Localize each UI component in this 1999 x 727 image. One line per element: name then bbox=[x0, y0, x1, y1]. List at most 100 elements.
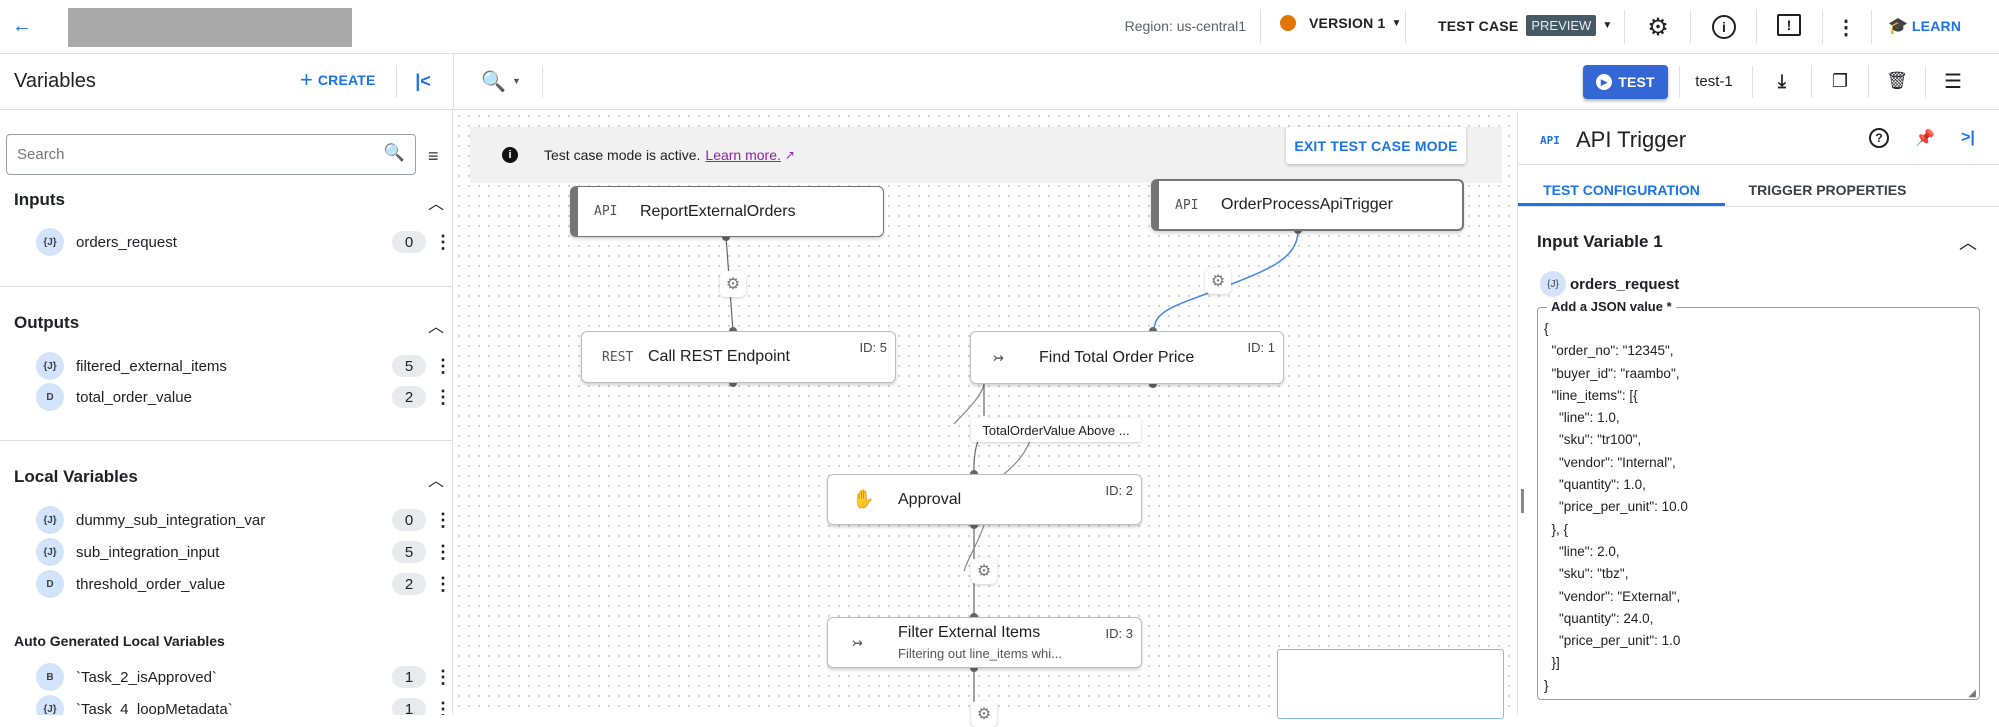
collapse-panel-icon[interactable]: |< bbox=[415, 70, 431, 91]
json-type-badge: {J} bbox=[36, 695, 64, 715]
section-title-outputs: Outputs bbox=[14, 313, 80, 332]
help-icon[interactable]: ? bbox=[1869, 128, 1889, 148]
chevron-up-icon[interactable]: ︿ bbox=[428, 319, 445, 336]
test-case-label: TEST CASE bbox=[1438, 17, 1519, 34]
section-title: Input Variable 1 bbox=[1537, 232, 1663, 251]
top-bar: ← Region: us-central1 VERSION 1 ▼ TEST C… bbox=[0, 0, 1999, 54]
variable-name: total_order_value bbox=[76, 388, 192, 406]
node-id: ID: 2 bbox=[1105, 483, 1133, 498]
resize-grip-icon[interactable]: ◢ bbox=[1968, 688, 1976, 699]
usage-count: 2 bbox=[392, 386, 426, 408]
zoom-dropdown[interactable]: 🔍 ▼ bbox=[476, 68, 526, 94]
usage-count: 5 bbox=[392, 541, 426, 563]
search-input-container: 🔍 bbox=[6, 134, 416, 175]
exit-label: EXIT TEST CASE MODE bbox=[1294, 137, 1458, 154]
exit-test-case-mode-button[interactable]: EXIT TEST CASE MODE bbox=[1286, 127, 1466, 164]
copy-icon[interactable]: ❐ bbox=[1831, 70, 1849, 91]
school-icon: 🎓 bbox=[1888, 18, 1908, 35]
search-input[interactable] bbox=[17, 146, 367, 163]
learn-button[interactable]: 🎓 LEARN bbox=[1888, 16, 1961, 36]
sort-filter-icon[interactable]: ≡ bbox=[428, 146, 439, 166]
node-name: Find Total Order Price bbox=[1039, 348, 1195, 366]
variable-name: orders_request bbox=[76, 233, 177, 251]
tab-test-configuration[interactable]: TEST CONFIGURATION bbox=[1543, 181, 1700, 198]
minimap[interactable] bbox=[1277, 649, 1504, 719]
more-vert-icon[interactable]: ⋮ bbox=[434, 667, 452, 687]
learn-more-link[interactable]: Learn more. bbox=[705, 147, 781, 163]
test-case-dropdown[interactable]: TEST CASE PREVIEW ▼ bbox=[1438, 15, 1612, 36]
boolean-type-badge: B bbox=[36, 663, 64, 691]
usage-count: 1 bbox=[392, 698, 426, 715]
preview-badge: PREVIEW bbox=[1526, 15, 1597, 36]
node-name: Approval bbox=[898, 490, 962, 508]
create-variable-button[interactable]: + CREATE bbox=[300, 69, 376, 91]
chevron-up-icon[interactable]: ︿ bbox=[428, 196, 445, 213]
json-value-field: Add a JSON value * { "order_no": "12345"… bbox=[1537, 299, 1980, 700]
more-vert-icon[interactable]: ⋮ bbox=[434, 232, 452, 252]
version-status-dot bbox=[1280, 15, 1296, 31]
integration-canvas[interactable]: i Test case mode is active. Learn more. … bbox=[454, 111, 1517, 727]
usage-count: 1 bbox=[392, 666, 426, 688]
feedback-icon[interactable]: ! bbox=[1777, 14, 1801, 36]
edge bbox=[1003, 440, 1031, 475]
variable-name: `Task_2_isApproved` bbox=[76, 668, 217, 686]
resize-handle[interactable] bbox=[1521, 489, 1524, 513]
usage-count: 0 bbox=[392, 509, 426, 531]
edge-condition-label[interactable]: TotalOrderValue Above ... bbox=[971, 418, 1141, 442]
chevron-up-icon[interactable]: ︿ bbox=[1959, 233, 1977, 253]
pin-icon[interactable]: 📌 bbox=[1915, 130, 1935, 147]
json-value-textarea[interactable]: { "order_no": "12345", "buyer_id": "raam… bbox=[1544, 318, 1972, 693]
gear-icon[interactable]: ⚙ bbox=[1647, 13, 1669, 41]
zoom-in-icon: 🔍 bbox=[481, 70, 506, 93]
api-icon: API bbox=[1175, 197, 1199, 213]
test-button[interactable]: ▶ TEST bbox=[1583, 65, 1668, 99]
active-tab-indicator bbox=[1518, 203, 1725, 206]
version-dropdown[interactable]: VERSION 1 ▼ bbox=[1280, 15, 1401, 31]
more-vert-icon[interactable]: ⋮ bbox=[1836, 16, 1856, 39]
test-case-name[interactable]: test-1 bbox=[1695, 73, 1733, 90]
more-vert-icon[interactable]: ⋮ bbox=[434, 542, 452, 562]
more-vert-icon[interactable]: ⋮ bbox=[434, 574, 452, 594]
list-item[interactable]: {J}`Task_4_loopMetadata`1⋮ bbox=[36, 695, 452, 715]
edge-settings-gear-icon[interactable]: ⚙ bbox=[1205, 268, 1231, 294]
json-type-badge: {J} bbox=[36, 506, 64, 534]
more-vert-icon[interactable]: ⋮ bbox=[434, 699, 452, 715]
chevron-up-icon[interactable]: ︿ bbox=[428, 473, 445, 490]
delete-icon[interactable]: 🗑 bbox=[1886, 71, 1908, 90]
more-vert-icon[interactable]: ⋮ bbox=[434, 510, 452, 530]
variable-name: filtered_external_items bbox=[76, 357, 227, 375]
usage-count: 5 bbox=[392, 355, 426, 377]
variable-name: threshold_order_value bbox=[76, 575, 226, 593]
api-icon: API bbox=[1540, 134, 1560, 147]
version-label: VERSION 1 bbox=[1309, 15, 1386, 31]
caret-down-icon: ▼ bbox=[511, 76, 521, 86]
play-icon: ▶ bbox=[1596, 74, 1613, 90]
list-item[interactable]: B `Task_2_isApproved` 1 ⋮ bbox=[36, 663, 452, 691]
edge-settings-gear-icon[interactable]: ⚙ bbox=[971, 701, 997, 727]
list-icon[interactable]: ☰ bbox=[1944, 70, 1962, 93]
info-icon[interactable]: i bbox=[1712, 15, 1736, 39]
close-panel-icon[interactable]: >| bbox=[1961, 129, 1975, 146]
arrow-left-icon[interactable]: ← bbox=[12, 14, 32, 37]
edge-settings-gear-icon[interactable]: ⚙ bbox=[971, 558, 997, 584]
edge-settings-gear-icon[interactable]: ⚙ bbox=[720, 271, 746, 297]
data-mapping-icon: ↣ bbox=[993, 347, 1004, 368]
download-icon[interactable]: ⤓ bbox=[1778, 70, 1786, 91]
json-value-label: Add a JSON value * bbox=[1547, 299, 1676, 314]
more-vert-icon[interactable]: ⋮ bbox=[434, 356, 452, 376]
info-filled-icon: i bbox=[502, 147, 518, 163]
tab-trigger-properties[interactable]: TRIGGER PROPERTIES bbox=[1748, 181, 1907, 198]
more-vert-icon[interactable]: ⋮ bbox=[434, 387, 452, 407]
